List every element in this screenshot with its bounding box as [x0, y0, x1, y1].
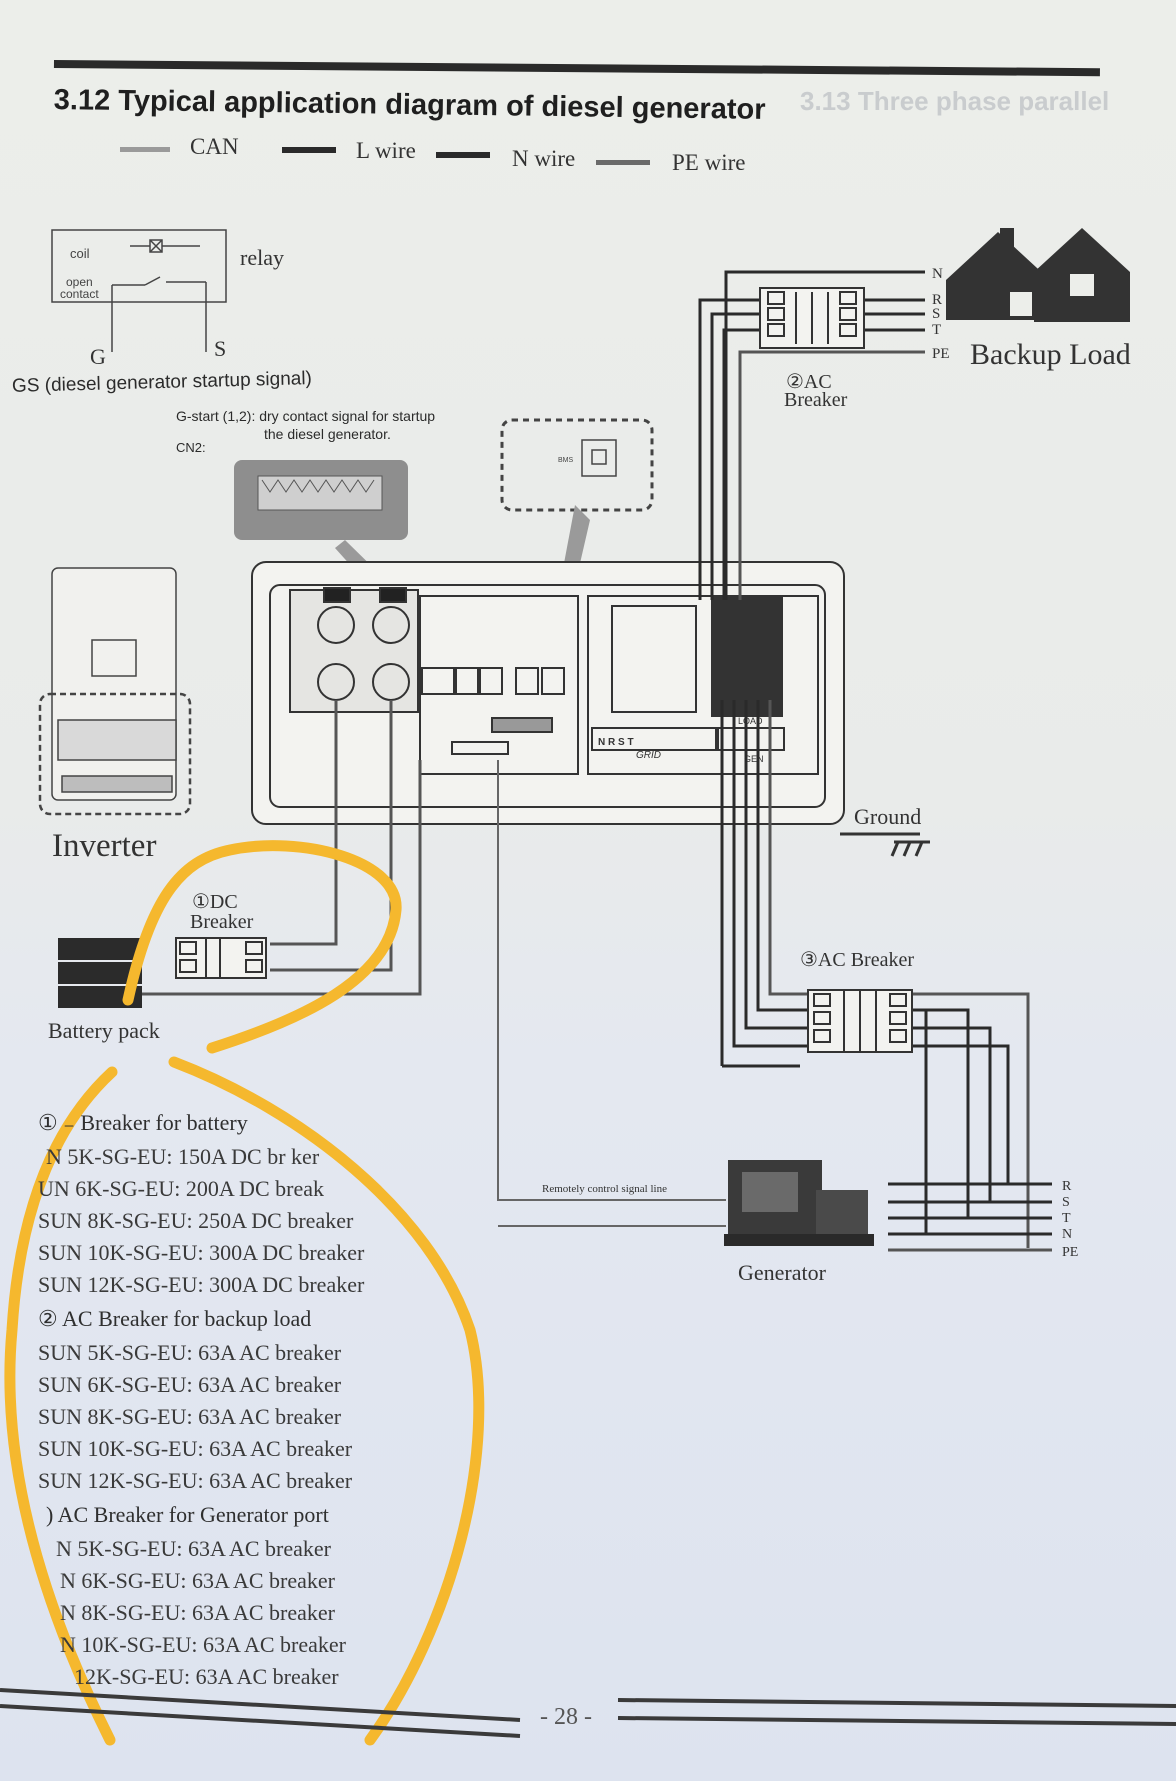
bms-box	[500, 418, 654, 512]
load-label: LOAD	[738, 716, 763, 726]
svg-text:T: T	[1062, 1211, 1071, 1226]
dc-breaker-num: ①DC	[192, 891, 238, 913]
svg-text:T: T	[932, 322, 941, 338]
svg-text:N: N	[932, 266, 943, 282]
legend-label-l-wire: L wire	[356, 138, 416, 163]
legend-swatch-n-wire	[436, 152, 490, 158]
legend-label-can: CAN	[190, 134, 239, 159]
spec-item: SUN 8K-SG-EU: 250A DC breaker	[38, 1208, 354, 1233]
svg-text:R: R	[932, 292, 942, 308]
relay-contact-label: contact	[60, 287, 99, 301]
spec-item: SUN 12K-SG-EU: 300A DC breaker	[38, 1272, 365, 1297]
ground-label: Ground	[854, 804, 921, 829]
relay-title: relay	[240, 245, 284, 270]
grid-label: GRID	[636, 750, 661, 761]
svg-text:N: N	[1062, 1227, 1072, 1242]
relay-g-label: G	[90, 344, 106, 369]
legend-swatch-can	[120, 147, 170, 152]
remote-signal-line	[497, 760, 726, 1227]
relay-s-label: S	[214, 336, 226, 361]
ac-breaker-3-label: ③AC Breaker	[800, 949, 914, 971]
gstart-description-2: the diesel generator.	[264, 426, 391, 442]
svg-text:PE: PE	[932, 346, 950, 362]
spec-item: UN 6K-SG-EU: 200A DC break	[38, 1176, 324, 1201]
ac-breaker-2-num: ②AC	[786, 371, 832, 393]
spec-heading-generator: ) AC Breaker for Generator port	[46, 1502, 329, 1527]
spec-item: N 5K-SG-EU: 150A DC br ker	[46, 1144, 320, 1169]
bleed-through-text: 3.13 Three phase parallel	[800, 86, 1110, 116]
ac-breaker-2	[759, 287, 865, 349]
spec-item: SUN 6K-SG-EU: 63A AC breaker	[38, 1372, 342, 1397]
dc-breaker	[175, 937, 267, 979]
inverter-label: Inverter	[52, 828, 157, 864]
spec-item: SUN 5K-SG-EU: 63A AC breaker	[38, 1340, 342, 1365]
legend-label-n-wire: N wire	[512, 146, 576, 171]
inverter-illustration	[38, 567, 192, 816]
backup-line-labels: N R S T PE	[932, 266, 950, 362]
spec-heading-backup: ② AC Breaker for backup load	[38, 1306, 312, 1331]
wiring-panel	[251, 561, 845, 825]
remote-signal-label: Remotely control signal line	[542, 1183, 667, 1195]
generator-wires	[720, 700, 1052, 1252]
svg-text:S: S	[932, 306, 940, 322]
spec-heading-dc: ① ₋ Breaker for battery	[38, 1110, 248, 1135]
backup-load-label: Backup Load	[970, 338, 1131, 371]
house-icon	[946, 228, 1130, 322]
grid-terminals: N R S T	[598, 737, 634, 748]
spec-item: SUN 8K-SG-EU: 63A AC breaker	[38, 1404, 342, 1429]
legend-swatch-pe-wire	[596, 160, 650, 165]
relay-open-label: open	[66, 275, 93, 289]
spec-item: 12K-SG-EU: 63A AC breaker	[74, 1664, 339, 1689]
footer-rules	[0, 1688, 1176, 1738]
generator-label: Generator	[738, 1260, 827, 1285]
svg-text:R: R	[1062, 1179, 1072, 1194]
gen-label: GEN	[744, 754, 764, 764]
spec-item: SUN 10K-SG-EU: 63A AC breaker	[38, 1436, 353, 1461]
spec-item: N 5K-SG-EU: 63A AC breaker	[56, 1536, 331, 1561]
cn2-pins	[257, 475, 383, 511]
backup-load-wires	[698, 270, 925, 600]
legend-label-pe-wire: PE wire	[672, 150, 746, 175]
page-number: - 28 -	[540, 1704, 592, 1730]
gstart-description-1: G-start (1,2): dry contact signal for st…	[176, 408, 436, 424]
spec-item: N 8K-SG-EU: 63A AC breaker	[60, 1600, 335, 1625]
generator-illustration	[724, 1160, 874, 1246]
ac-breaker-3	[807, 989, 913, 1053]
battery-pack-icon	[58, 938, 142, 1008]
legend-swatch-l-wire	[282, 147, 336, 153]
bms-label: BMS	[558, 457, 574, 464]
spec-item: N 10K-SG-EU: 63A AC breaker	[60, 1632, 346, 1657]
spec-item: SUN 12K-SG-EU: 63A AC breaker	[38, 1468, 353, 1493]
svg-text:PE: PE	[1062, 1245, 1078, 1260]
battery-pack-label: Battery pack	[48, 1018, 160, 1043]
spec-item: SUN 10K-SG-EU: 300A DC breaker	[38, 1240, 365, 1265]
spec-item: N 6K-SG-EU: 63A AC breaker	[60, 1568, 335, 1593]
relay-diagram	[51, 229, 227, 352]
ground-icon	[890, 840, 930, 857]
dc-wires	[142, 700, 422, 996]
highlighter-annotation	[4, 840, 485, 1746]
ac-breaker-2-label: Breaker	[784, 389, 848, 411]
dc-breaker-label: Breaker	[190, 911, 254, 933]
svg-text:S: S	[1062, 1195, 1070, 1210]
cn2-label: CN2:	[176, 440, 206, 455]
relay-coil-label: coil	[70, 246, 90, 261]
gen-line-labels: R S T N PE	[1062, 1179, 1078, 1260]
